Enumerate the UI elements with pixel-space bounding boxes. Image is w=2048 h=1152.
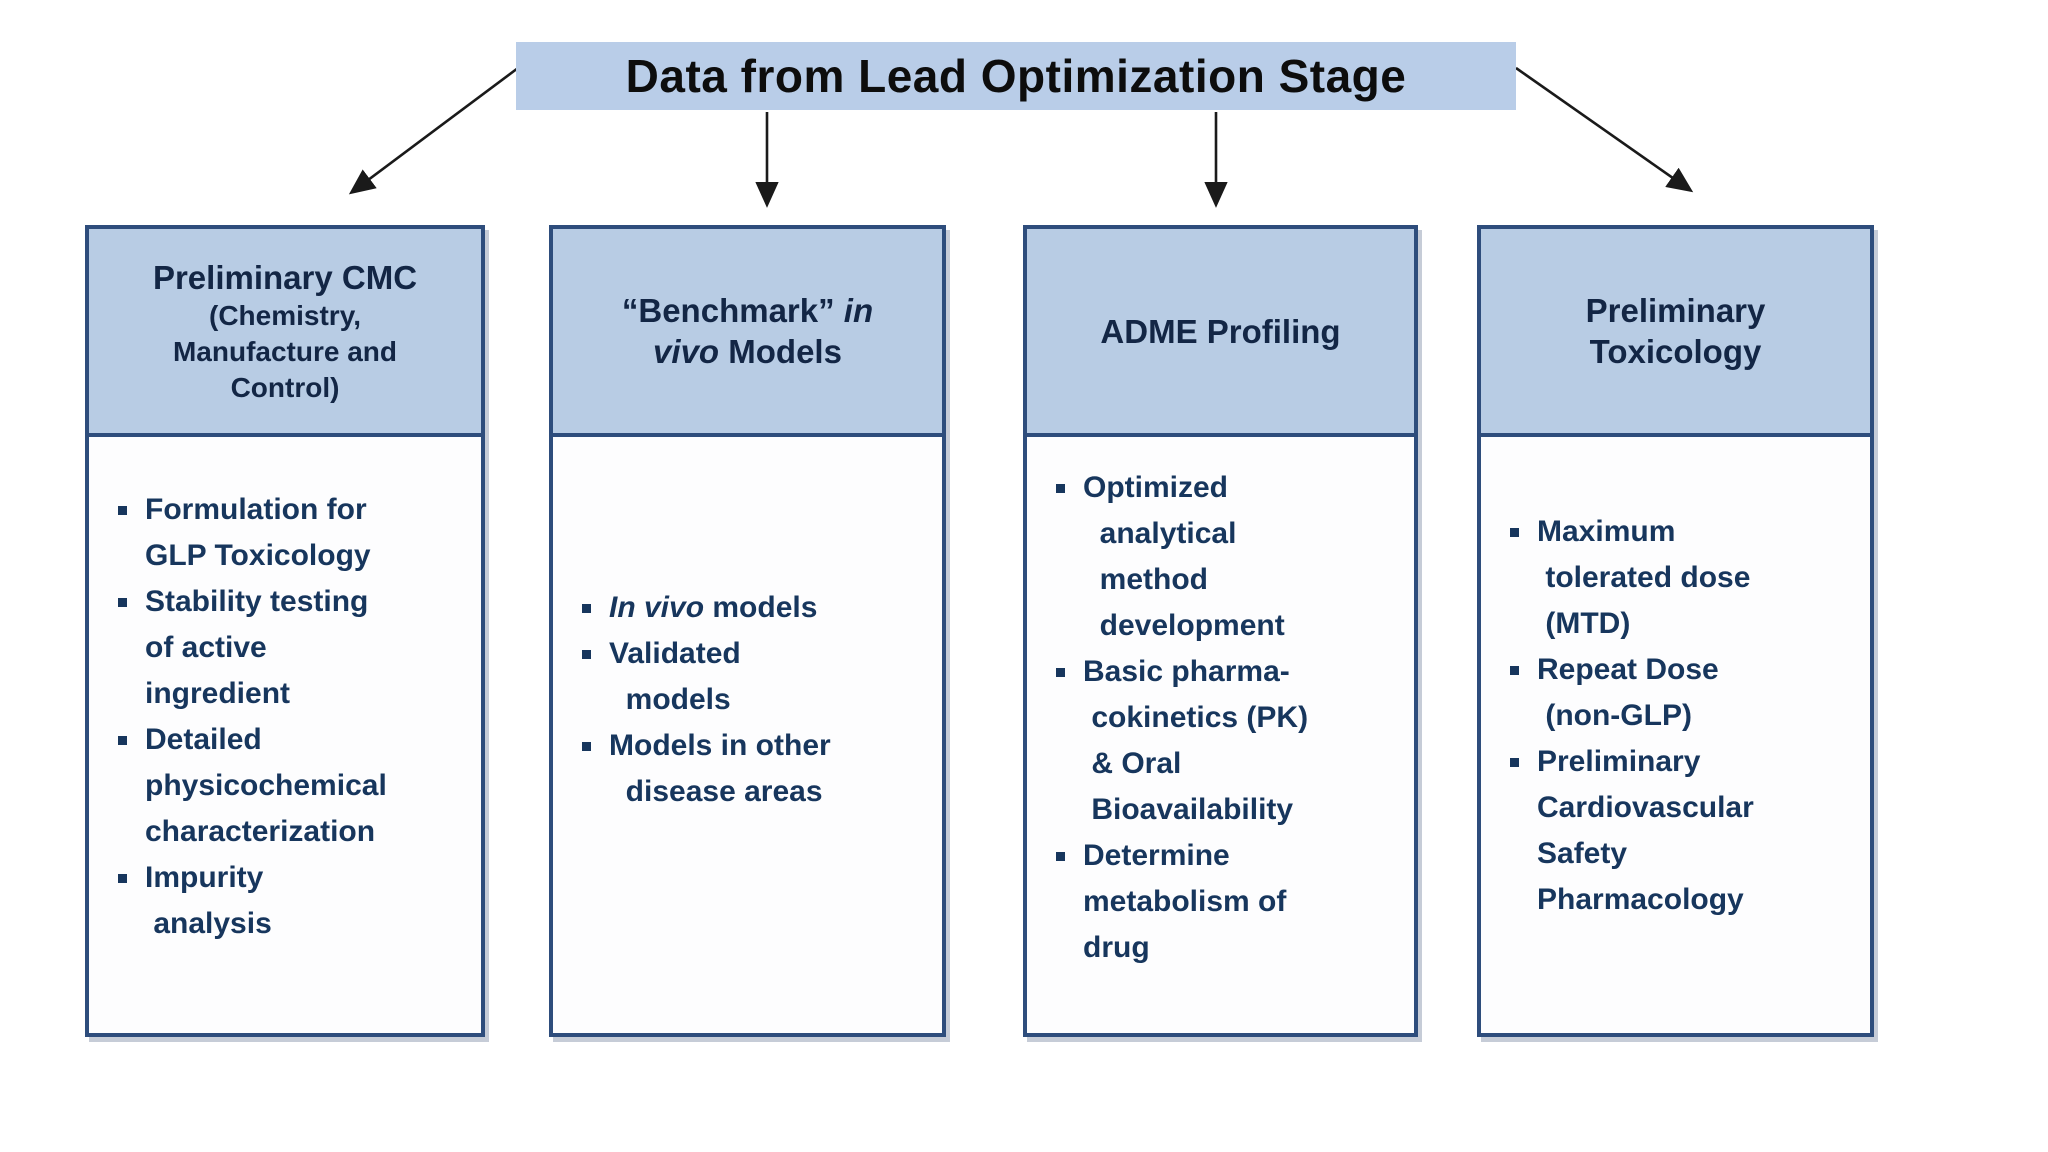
bullet-list: Maximum tolerated dose (MTD) Repeat Dose…: [1501, 509, 1854, 923]
box-preliminary-cmc-header: Preliminary CMC (Chemistry, Manufacture …: [89, 229, 481, 437]
box-title: Preliminary CMC: [152, 258, 418, 296]
box-benchmark-body: In vivo models Validated models Models i…: [553, 437, 942, 815]
list-item: Basic pharma- cokinetics (PK) & Oral Bio…: [1047, 649, 1398, 833]
box-adme-header: ADME Profiling: [1027, 229, 1414, 437]
box-toxicology-body: Maximum tolerated dose (MTD) Repeat Dose…: [1481, 437, 1870, 923]
bullet-list: Optimized analytical method development …: [1047, 465, 1398, 971]
list-item: Repeat Dose (non-GLP): [1501, 647, 1854, 739]
list-item: In vivo models: [573, 585, 926, 631]
arrow-to-cmc: [348, 66, 519, 195]
box-subtitle: (Chemistry, Manufacture and Control): [172, 299, 398, 403]
bullet-list: Formulation for GLP Toxicology Stability…: [109, 487, 465, 947]
list-item: Stability testing of active ingredient: [109, 579, 465, 717]
list-item: Models in other disease areas: [573, 723, 926, 815]
list-item: Validated models: [573, 631, 926, 723]
box-benchmark-header: “Benchmark” in vivo Models: [553, 229, 942, 437]
list-item: Detailed physicochemical characterizatio…: [109, 717, 465, 855]
arrow-to-toxicology: [1515, 66, 1694, 193]
list-item: Formulation for GLP Toxicology: [109, 487, 465, 579]
box-preliminary-cmc-body: Formulation for GLP Toxicology Stability…: [89, 437, 481, 947]
box-benchmark-in-vivo-models: “Benchmark” in vivo Models In vivo model…: [549, 225, 946, 1037]
list-item: Optimized analytical method development: [1047, 465, 1398, 649]
list-item: Impurity analysis: [109, 855, 465, 947]
box-preliminary-toxicology: Preliminary Toxicology Maximum tolerated…: [1477, 225, 1874, 1037]
box-title: Preliminary Toxicology: [1585, 292, 1766, 370]
box-toxicology-header: Preliminary Toxicology: [1481, 229, 1870, 437]
box-title: “Benchmark” in vivo Models: [621, 292, 874, 370]
title-banner: Data from Lead Optimization Stage: [516, 42, 1516, 110]
box-preliminary-cmc: Preliminary CMC (Chemistry, Manufacture …: [85, 225, 485, 1037]
bullet-list: In vivo models Validated models Models i…: [573, 585, 926, 815]
box-adme-profiling: ADME Profiling Optimized analytical meth…: [1023, 225, 1418, 1037]
box-title: ADME Profiling: [1100, 312, 1341, 350]
list-item: Maximum tolerated dose (MTD): [1501, 509, 1854, 647]
box-adme-body: Optimized analytical method development …: [1027, 437, 1414, 971]
list-item: Preliminary Cardiovascular Safety Pharma…: [1501, 739, 1854, 923]
list-item: Determine metabolism of drug: [1047, 833, 1398, 971]
title-banner-label: Data from Lead Optimization Stage: [625, 50, 1407, 102]
